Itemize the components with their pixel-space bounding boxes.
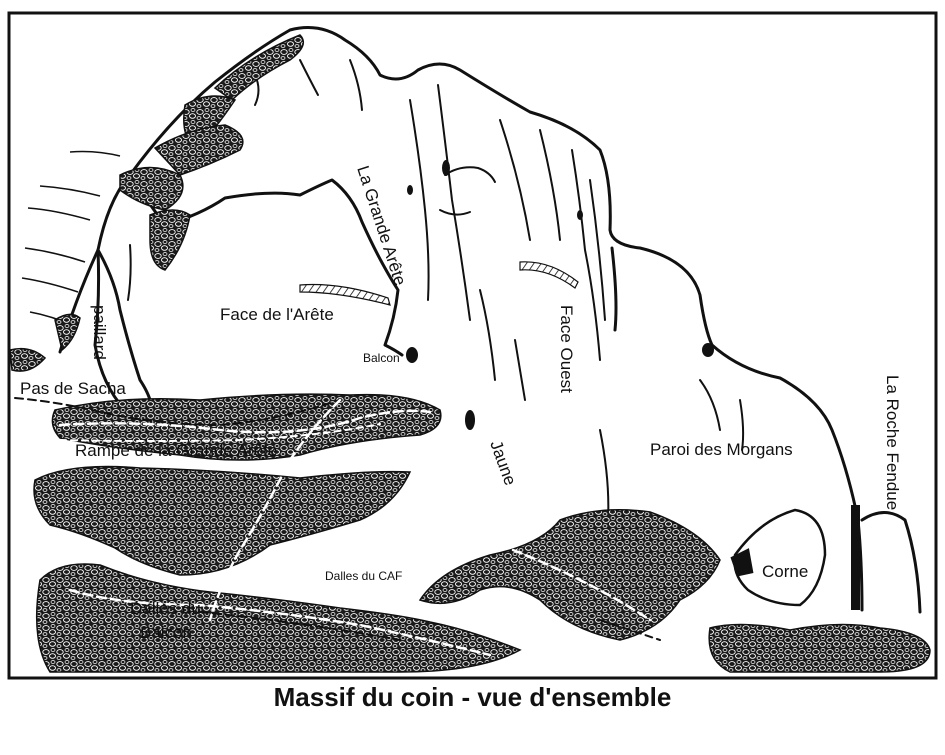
- label-dalles-du: Dalles du: [130, 599, 201, 618]
- diagram-title: Massif du coin - vue d'ensemble: [273, 682, 672, 712]
- label-face-arete: Face de l'Arête: [220, 305, 334, 324]
- label-jaune: Jaune: [486, 438, 520, 488]
- route-pas-de-sacha: [14, 397, 341, 427]
- label-balcon-dalles: Balcon: [140, 623, 192, 642]
- vegetation-band-rampe: [51, 393, 442, 461]
- label-rampe: Rampe de la Grande Arête: [75, 441, 277, 460]
- route-diagonal: [208, 398, 342, 622]
- vegetation-band-right: [708, 623, 931, 673]
- drawing-frame: [7, 11, 938, 680]
- route-dalles-balcon: [68, 588, 492, 657]
- label-pas-de-sacha: Pas de Sacha: [20, 379, 126, 398]
- vegetation-band-middle: [33, 465, 412, 576]
- label-corne: Corne: [762, 562, 808, 581]
- label-balcon: Balcon: [363, 351, 400, 365]
- dark-features: [406, 160, 860, 610]
- route-rampe: [58, 409, 432, 434]
- routes: [14, 397, 661, 657]
- label-paillard: paillard: [90, 305, 109, 360]
- label-paroi-morgans: Paroi des Morgans: [650, 440, 793, 459]
- route-dalles-balcon-2: [199, 611, 401, 641]
- corne-block: [730, 508, 827, 607]
- label-grande-arete: La Grande Arête: [353, 163, 410, 288]
- route-central-2: [599, 619, 661, 641]
- rock-details: [127, 59, 745, 521]
- sky-strokes: [21, 150, 121, 327]
- route-central: [498, 543, 652, 622]
- hatched-ledges: [299, 261, 579, 306]
- summit-vegetation: [9, 34, 305, 372]
- label-face-ouest: Face Ouest: [557, 305, 576, 393]
- label-roche-fendue: La Roche Fendue: [883, 375, 902, 510]
- route-rampe-2: [59, 423, 381, 442]
- label-dalles-caf: Dalles du CAF: [325, 569, 402, 583]
- vegetation-band-dalles-balcon: [35, 563, 522, 673]
